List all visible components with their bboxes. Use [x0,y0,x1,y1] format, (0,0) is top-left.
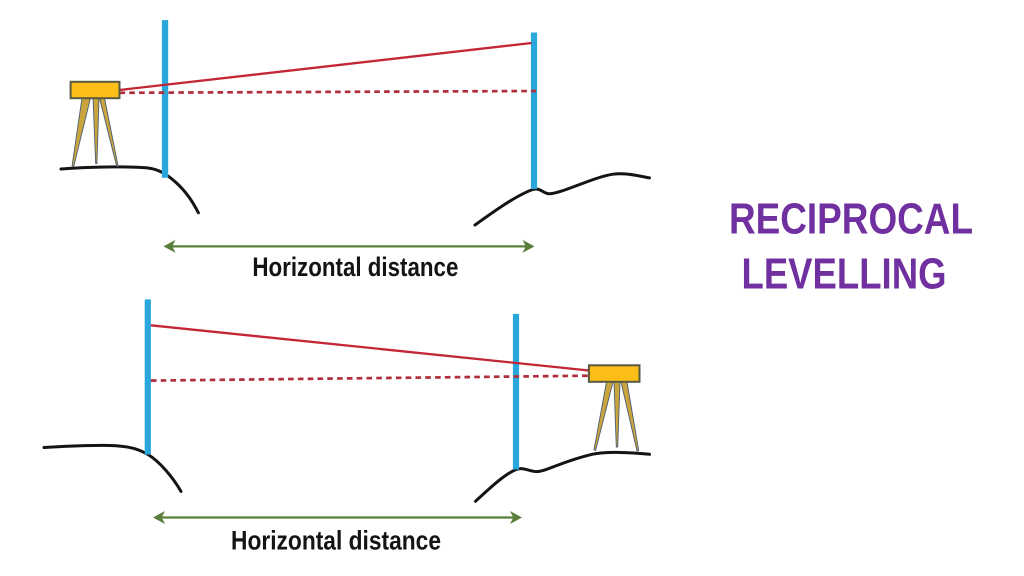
svg-text:RECIPROCAL: RECIPROCAL [729,194,973,243]
svg-text:Horizontal distance: Horizontal distance [231,526,441,556]
svg-text:LEVELLING: LEVELLING [742,250,947,299]
svg-text:Horizontal distance: Horizontal distance [252,252,458,282]
